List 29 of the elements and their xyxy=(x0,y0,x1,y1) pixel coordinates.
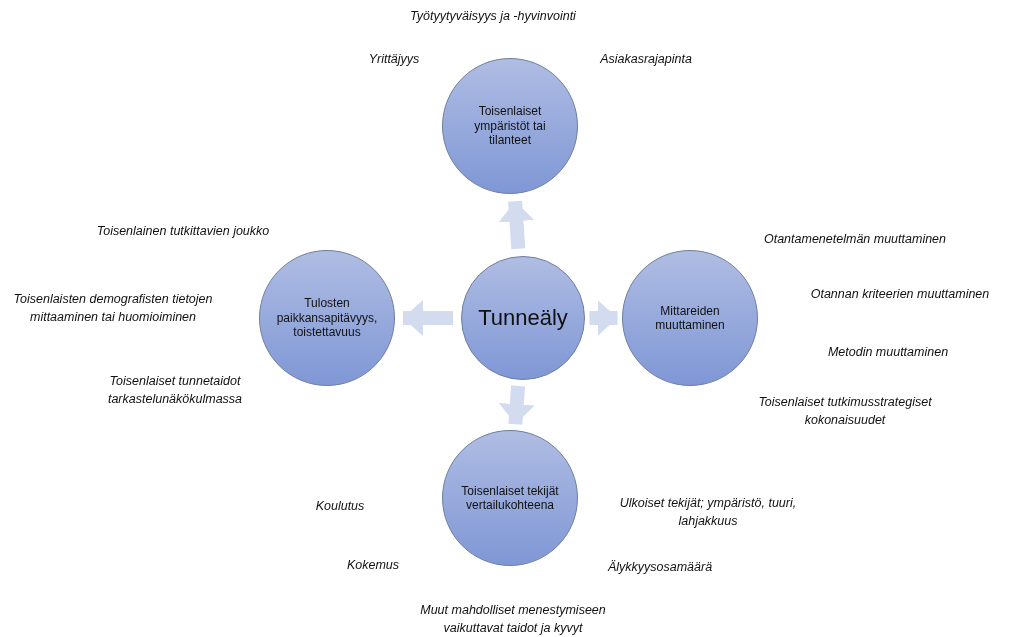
note-label: Otantamenetelmän muuttaminen xyxy=(762,231,947,248)
note-label: Toisenlaisten demografisten tietojen mittaaminen tai huomioiminen xyxy=(12,291,214,326)
note-label: Metodin muuttaminen xyxy=(826,344,950,361)
node-label: Toisenlaiset tekijät vertailukohteena xyxy=(460,483,560,513)
note-label: Älykkyysosamäärä xyxy=(606,559,714,576)
circle xyxy=(442,58,578,194)
note-label: Toisenlaiset tunnetaidot tarkastelunäkökulmassa xyxy=(106,373,244,408)
note-label: Yrittäjyys xyxy=(367,51,421,68)
note-label: Työtyytyväisyys ja -hyvinvointi xyxy=(409,8,577,25)
note-label: Asiakasrajapinta xyxy=(599,51,693,68)
circle xyxy=(622,250,758,386)
note-label: Toisenlainen tutkittavien joukko xyxy=(95,223,271,240)
node-label: Tunneäly xyxy=(478,304,568,332)
block-arrow xyxy=(498,200,535,250)
block-arrow xyxy=(402,300,454,336)
block-arrow xyxy=(498,385,535,425)
node-label: Mittareiden muuttaminen xyxy=(654,303,726,333)
node-label: Toisenlaiset ympäristöt tai tilanteet xyxy=(473,104,547,148)
block-arrow xyxy=(589,300,618,336)
node-label: Tulosten paikkansapitävyys, toistettavuus xyxy=(276,296,378,340)
note-label: Ulkoiset tekijät; ympäristö, tuuri, lahjakkuus xyxy=(618,495,798,530)
note-label: Kokemus xyxy=(345,557,401,574)
note-label: Koulutus xyxy=(314,498,366,515)
circle xyxy=(461,256,585,380)
note-label: Toisenlaiset tutkimusstrategiset kokonaisuudet xyxy=(757,394,933,429)
circle xyxy=(442,430,578,566)
note-label: Muut mahdolliset menestymiseen vaikuttavat taidot ja kyvyt xyxy=(419,602,607,637)
circle xyxy=(259,250,395,386)
note-label: Otannan kriteerien muuttaminen xyxy=(809,286,991,303)
